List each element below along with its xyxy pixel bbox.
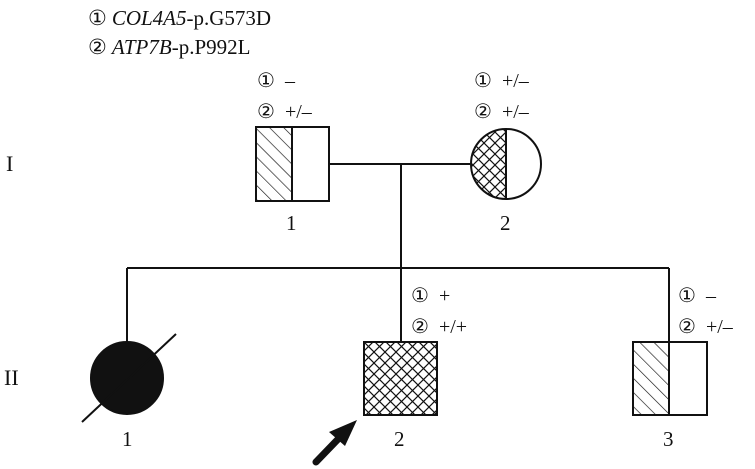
- genotype-row-1: ①–: [678, 285, 717, 307]
- legend-variant-1: -p.G573D: [187, 6, 272, 30]
- genotype-row-2: ②+/+: [411, 316, 467, 338]
- individual-II3: ①– ②+/– 3: [632, 285, 734, 451]
- legend-gene-1: COL4A5: [112, 6, 187, 30]
- individual-I1: ①– ②+/– 1: [255, 70, 330, 235]
- individual-I2: ①+/– ②+/– 2: [470, 70, 542, 235]
- legend-variant-2: -p.P992L: [172, 35, 251, 59]
- genotype-row-1: ①+/–: [474, 70, 530, 92]
- individual-number: 3: [663, 427, 674, 451]
- legend-gene-2: ATP7B: [110, 35, 172, 59]
- individual-II2: ①+ ②+/+ 2: [312, 285, 467, 466]
- hatched-half: [633, 342, 669, 415]
- generation-label-I: I: [6, 151, 13, 176]
- proband-square: [363, 341, 438, 416]
- individual-number: 2: [500, 211, 511, 235]
- genotype-row-2: ②+/–: [257, 101, 313, 123]
- individual-number: 1: [122, 427, 133, 451]
- genotype-row-2: ②+/–: [678, 316, 734, 338]
- crosshatched-half: [471, 129, 505, 199]
- legend-marker-2: ②: [88, 35, 107, 59]
- individual-II1: 1: [81, 333, 177, 451]
- hatched-half: [256, 127, 292, 201]
- individual-number: 2: [394, 427, 405, 451]
- deceased-slash: [81, 333, 177, 423]
- legend-marker-1: ①: [88, 6, 107, 30]
- generation-label-II: II: [4, 365, 19, 390]
- genotype-row-1: ①+: [411, 285, 450, 307]
- genotype-row-1: ①–: [257, 70, 296, 92]
- genotype-row-2: ②+/–: [474, 101, 530, 123]
- individual-number: 1: [286, 211, 297, 235]
- proband-arrow: [312, 420, 357, 466]
